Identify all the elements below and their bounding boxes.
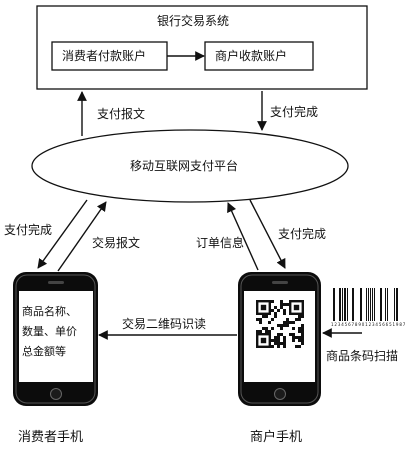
barcode-scan-label: 商品条码扫描 [326, 349, 399, 363]
payment-complete-left-label: 支付完成 [4, 223, 53, 237]
transaction-message-label: 交易报文 [92, 236, 141, 250]
qr-code-icon [256, 300, 304, 348]
merchant-phone-caption: 商户手机 [250, 430, 303, 445]
order-info-label: 订单信息 [196, 236, 245, 250]
qr-scan-label: 交易二维码识读 [122, 317, 207, 331]
consumer-phone-caption: 消费者手机 [18, 430, 84, 445]
consumer-phone-screen [19, 291, 93, 382]
transaction-message-arrow [57, 201, 107, 272]
consumer-phone [13, 272, 98, 406]
barcode-digits: 1 2 3 4 5 6 7 8 9 0 1 2 3 4 5 6 6 5 1 9 … [331, 322, 406, 327]
camera-icon [272, 281, 288, 284]
home-button-icon [50, 388, 62, 400]
consumer-screen-line-3: 总金额等 [22, 345, 66, 358]
consumer-screen-line-2: 数量、单价 [22, 325, 77, 338]
barcode-icon [333, 288, 398, 321]
home-button-icon [274, 388, 286, 400]
payment-message-label: 支付报文 [97, 107, 146, 121]
payment-complete-top-label: 支付完成 [270, 105, 319, 119]
camera-icon [48, 281, 64, 284]
bank-system-title: 银行交易系统 [157, 14, 230, 28]
consumer-screen-line-1: 商品名称、 [22, 305, 77, 318]
merchant-phone [238, 272, 321, 406]
platform-ellipse [31, 129, 349, 203]
order-info-arrow [227, 202, 259, 271]
platform-label: 移动互联网支付平台 [130, 159, 239, 173]
merchant-account-label: 商户收款账户 [215, 49, 288, 63]
payment-complete-right-arrow [249, 199, 286, 269]
consumer-account-label: 消费者付款账户 [62, 49, 147, 63]
payment-complete-right-label: 支付完成 [278, 227, 327, 241]
merchant-account-box [204, 41, 314, 71]
payment-complete-left-arrow [37, 199, 88, 269]
consumer-account-box [51, 41, 168, 71]
